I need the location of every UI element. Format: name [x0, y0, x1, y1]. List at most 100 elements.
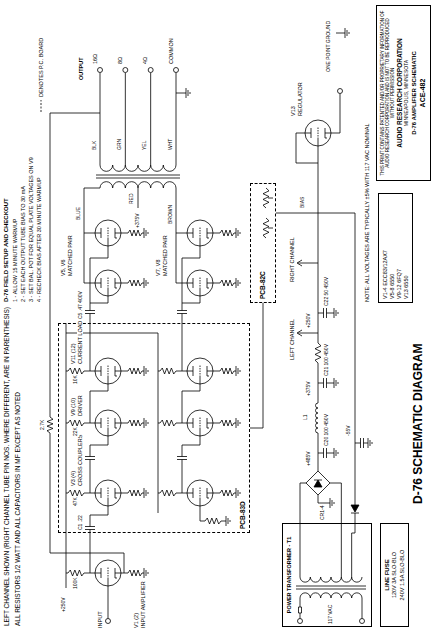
tube-grid [200, 227, 201, 239]
capacitor-symbol [324, 448, 327, 458]
wire [90, 460, 91, 494]
tube-plate [95, 568, 101, 578]
tube-cathode [115, 488, 121, 498]
wire [84, 493, 95, 494]
transformer-primary [100, 182, 176, 188]
tube-grid [108, 227, 109, 239]
wire [318, 146, 319, 343]
schematic-label: 2 - SET EACH OUTPUT TUBE BIAS TO 30 mA [20, 185, 26, 303]
resistor-symbol [128, 280, 142, 286]
node-text: LINE FUSE [384, 559, 391, 590]
capacitor-symbol [361, 438, 364, 448]
resistor-symbol [128, 490, 142, 496]
diode-symbol [314, 480, 322, 487]
capacitor-symbol [85, 457, 95, 460]
tube-cathode [325, 128, 331, 138]
terminal [106, 619, 111, 624]
ground-symbol [186, 88, 190, 98]
node-text: V9-12 6FQ7 [396, 269, 402, 299]
tube-grid-lead [108, 579, 109, 586]
tube-plate [187, 418, 193, 428]
schematic-label: ONE POINT GROUND [326, 20, 332, 73]
schematic-label: L1 [303, 413, 309, 421]
wire [108, 586, 109, 619]
wire [298, 263, 318, 264]
ground-symbol [236, 418, 240, 428]
schematic-label: RED [129, 192, 135, 205]
board-connector [250, 303, 263, 428]
wire [362, 598, 363, 619]
resistor-symbol [315, 343, 321, 363]
wire [327, 453, 335, 454]
terminal [360, 619, 365, 624]
node-text: 120V 3A SLO-BLO [391, 552, 397, 598]
wire [90, 246, 108, 303]
vacuum-tube [95, 220, 121, 246]
wire [200, 506, 201, 521]
schematic-label: REGULATOR [297, 81, 303, 117]
schematic-label: +485V [306, 450, 312, 467]
schematic-label: COMMON [168, 37, 174, 65]
title-block: THIS PRINT CONTAINS PATENTED AND/OR PROP… [376, 5, 431, 181]
tube-cathode [207, 278, 213, 288]
bridge-rectifier [306, 471, 330, 495]
tube-plate [95, 228, 101, 238]
ground-symbol [334, 378, 338, 388]
capacitor-symbol [85, 311, 95, 314]
tube-grid [200, 417, 201, 429]
capacitor-symbol [177, 457, 187, 460]
pot-wiper [268, 198, 273, 228]
terminal [98, 68, 103, 73]
wire [318, 383, 324, 384]
transformer-secondary [100, 165, 176, 171]
tube-cathode [207, 418, 213, 428]
node-text: V1-4 ECC83/12AX7 [382, 250, 388, 299]
resistor-symbol [68, 368, 84, 374]
resistor-symbol [68, 490, 84, 496]
schematic-label: V1 (2) [133, 612, 139, 629]
power-transformer: POWER TRANSFORMER - T1 [282, 523, 372, 627]
wire [182, 460, 183, 494]
ground-symbol [144, 228, 148, 238]
arrow-stub [297, 260, 302, 266]
node-text: MINNEAPOLIS, MINNESOTA [404, 60, 410, 126]
choke-coil [316, 403, 319, 433]
resistor-symbol [220, 490, 234, 496]
tube-cathode [115, 278, 121, 288]
resistor-symbol [128, 368, 142, 374]
vacuum-tube [305, 120, 331, 146]
ground-symbol [334, 308, 338, 318]
wire [121, 493, 128, 494]
wire [176, 233, 187, 234]
schematic-label: 4Ω [142, 56, 148, 65]
schematic-label: OUTPUT [78, 56, 84, 81]
tube-grid-lead [200, 239, 201, 246]
terminal [174, 68, 179, 73]
schematic-label: NOTE: ALL VOLTAGES ARE TYPICALLY ±5% WIT… [364, 123, 370, 303]
tube-grid [108, 277, 109, 289]
wire [182, 436, 200, 457]
wire [90, 384, 108, 423]
tube-grid [108, 365, 109, 377]
wire [121, 283, 128, 284]
wire [331, 94, 340, 134]
tube-grid-lead [200, 499, 201, 506]
vacuum-tube [187, 480, 213, 506]
vacuum-tube [187, 358, 213, 384]
schematic-label: D-76 FIELD SETUP AND CHECKOUT [3, 197, 10, 303]
schematic-label: +375V [135, 212, 141, 229]
tube-cathode [207, 366, 213, 376]
capacitor-symbol [324, 308, 327, 318]
schematic-label: C1 .22 [78, 514, 84, 531]
wire [66, 323, 67, 588]
pcb-board: PCB-83D [58, 323, 250, 533]
schematic-label: DRIVER [77, 394, 83, 417]
ground-symbol [368, 438, 372, 448]
wire [213, 423, 220, 424]
resistor-symbol [220, 420, 234, 426]
wire [318, 433, 319, 471]
schematic-label: BIAS [300, 196, 306, 209]
schematic-label: WHT [168, 138, 174, 151]
tube-grid [200, 277, 201, 289]
transformer-core [96, 175, 180, 178]
